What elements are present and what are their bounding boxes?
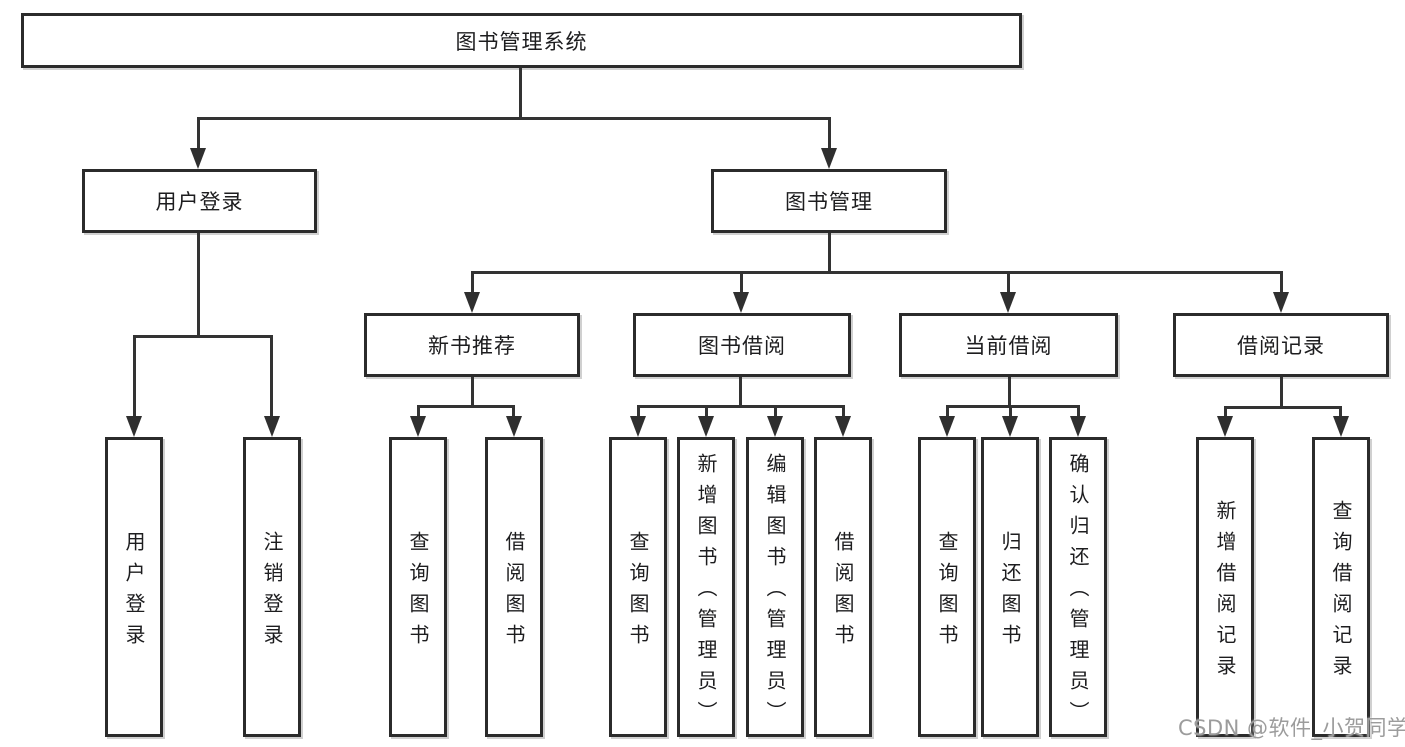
- connector-line: [1007, 271, 1010, 295]
- node-book-borrow: 图书借阅: [633, 313, 851, 377]
- connector-line: [197, 117, 830, 120]
- connector-line: [637, 405, 640, 419]
- node-user-login-label: 用户登录: [155, 190, 244, 214]
- csdn-watermark: CSDN @软件_小贺同学: [1178, 716, 1405, 740]
- arrow-down-icon: [1000, 292, 1016, 313]
- connector-line: [1224, 406, 1227, 419]
- arrow-down-icon: [821, 148, 837, 169]
- arrow-down-icon: [939, 416, 955, 437]
- leaf-edit-book-admin: 编辑图书（管理员）: [746, 437, 804, 737]
- connector-line: [740, 271, 743, 295]
- node-book-management-label: 图书管理: [785, 190, 873, 214]
- connector-line: [1280, 271, 1283, 295]
- connector-line: [1224, 406, 1342, 409]
- connector-line: [946, 405, 949, 419]
- arrow-down-icon: [767, 416, 783, 437]
- connector-line: [739, 377, 742, 408]
- leaf-edit-book-admin-label: 编辑图书（管理员）: [763, 453, 787, 732]
- leaf-query-borrow-record: 查询借阅记录: [1312, 437, 1370, 737]
- arrow-down-icon: [733, 292, 749, 313]
- connector-line: [1009, 405, 1012, 419]
- connector-line: [1008, 377, 1011, 408]
- leaf-add-book-admin-label: 新增图书（管理员）: [694, 453, 718, 732]
- arrow-down-icon: [1273, 292, 1289, 313]
- arrow-down-icon: [1002, 416, 1018, 437]
- arrow-down-icon: [698, 416, 714, 437]
- node-current-borrow: 当前借阅: [899, 313, 1118, 377]
- node-new-book-recommend-label: 新书推荐: [428, 334, 516, 358]
- arrow-down-icon: [1070, 416, 1086, 437]
- arrow-down-icon: [190, 148, 206, 169]
- node-root-label: 图书管理系统: [455, 29, 588, 54]
- connector-line: [133, 335, 136, 419]
- node-borrow-record: 借阅记录: [1173, 313, 1389, 377]
- leaf-user-login: 用户登录: [105, 437, 163, 737]
- arrow-down-icon: [506, 416, 522, 437]
- connector-line: [828, 117, 831, 150]
- arrow-down-icon: [1333, 416, 1349, 437]
- arrow-down-icon: [264, 416, 280, 437]
- connector-line: [471, 271, 474, 295]
- arrow-down-icon: [410, 416, 426, 437]
- connector-line: [512, 405, 515, 419]
- node-book-management: 图书管理: [711, 169, 947, 233]
- leaf-return-book: 归还图书: [981, 437, 1039, 737]
- connector-line: [519, 68, 522, 118]
- leaf-borrow-book-1-label: 借阅图书: [502, 530, 526, 655]
- connector-line: [133, 335, 273, 338]
- arrow-down-icon: [1217, 416, 1233, 437]
- leaf-borrow-book-1: 借阅图书: [485, 437, 543, 737]
- leaf-query-book-3-label: 查询图书: [935, 530, 959, 655]
- leaf-query-book-1: 查询图书: [389, 437, 447, 737]
- connector-line: [1077, 405, 1080, 419]
- connector-line: [471, 377, 474, 408]
- connector-line: [197, 117, 200, 150]
- leaf-user-login-label: 用户登录: [122, 530, 146, 655]
- connector-line: [471, 271, 1282, 274]
- connector-line: [774, 405, 777, 419]
- connector-line: [946, 405, 1080, 408]
- arrow-down-icon: [630, 416, 646, 437]
- leaf-confirm-return-admin: 确认归还（管理员）: [1049, 437, 1107, 737]
- node-borrow-record-label: 借阅记录: [1237, 334, 1325, 358]
- leaf-logout: 注销登录: [243, 437, 301, 737]
- connector-line: [417, 405, 420, 419]
- connector-line: [417, 405, 515, 408]
- connector-line: [1280, 377, 1283, 408]
- leaf-query-book-2-label: 查询图书: [626, 530, 650, 655]
- arrow-down-icon: [835, 416, 851, 437]
- connector-line: [270, 335, 273, 419]
- node-user-login: 用户登录: [82, 169, 317, 233]
- node-book-borrow-label: 图书借阅: [698, 334, 786, 358]
- leaf-add-book-admin: 新增图书（管理员）: [677, 437, 735, 737]
- leaf-borrow-book-2: 借阅图书: [814, 437, 872, 737]
- leaf-add-borrow-record-label: 新增借阅记录: [1213, 499, 1237, 686]
- connector-line: [197, 233, 200, 337]
- arrow-down-icon: [126, 416, 142, 437]
- leaf-query-book-1-label: 查询图书: [406, 530, 430, 655]
- leaf-add-borrow-record: 新增借阅记录: [1196, 437, 1254, 737]
- leaf-query-book-2: 查询图书: [609, 437, 667, 737]
- connector-line: [828, 233, 831, 274]
- node-root: 图书管理系统: [21, 13, 1022, 68]
- node-new-book-recommend: 新书推荐: [364, 313, 580, 377]
- leaf-return-book-label: 归还图书: [998, 530, 1022, 655]
- leaf-confirm-return-admin-label: 确认归还（管理员）: [1066, 453, 1090, 732]
- connector-line: [1339, 406, 1342, 419]
- leaf-query-book-3: 查询图书: [918, 437, 976, 737]
- leaf-borrow-book-2-label: 借阅图书: [831, 530, 855, 655]
- leaf-logout-label: 注销登录: [260, 530, 284, 655]
- connector-line: [705, 405, 708, 419]
- connector-line: [842, 405, 845, 419]
- node-current-borrow-label: 当前借阅: [964, 334, 1053, 358]
- connector-line: [637, 405, 845, 408]
- leaf-query-borrow-record-label: 查询借阅记录: [1329, 499, 1353, 686]
- arrow-down-icon: [464, 292, 480, 313]
